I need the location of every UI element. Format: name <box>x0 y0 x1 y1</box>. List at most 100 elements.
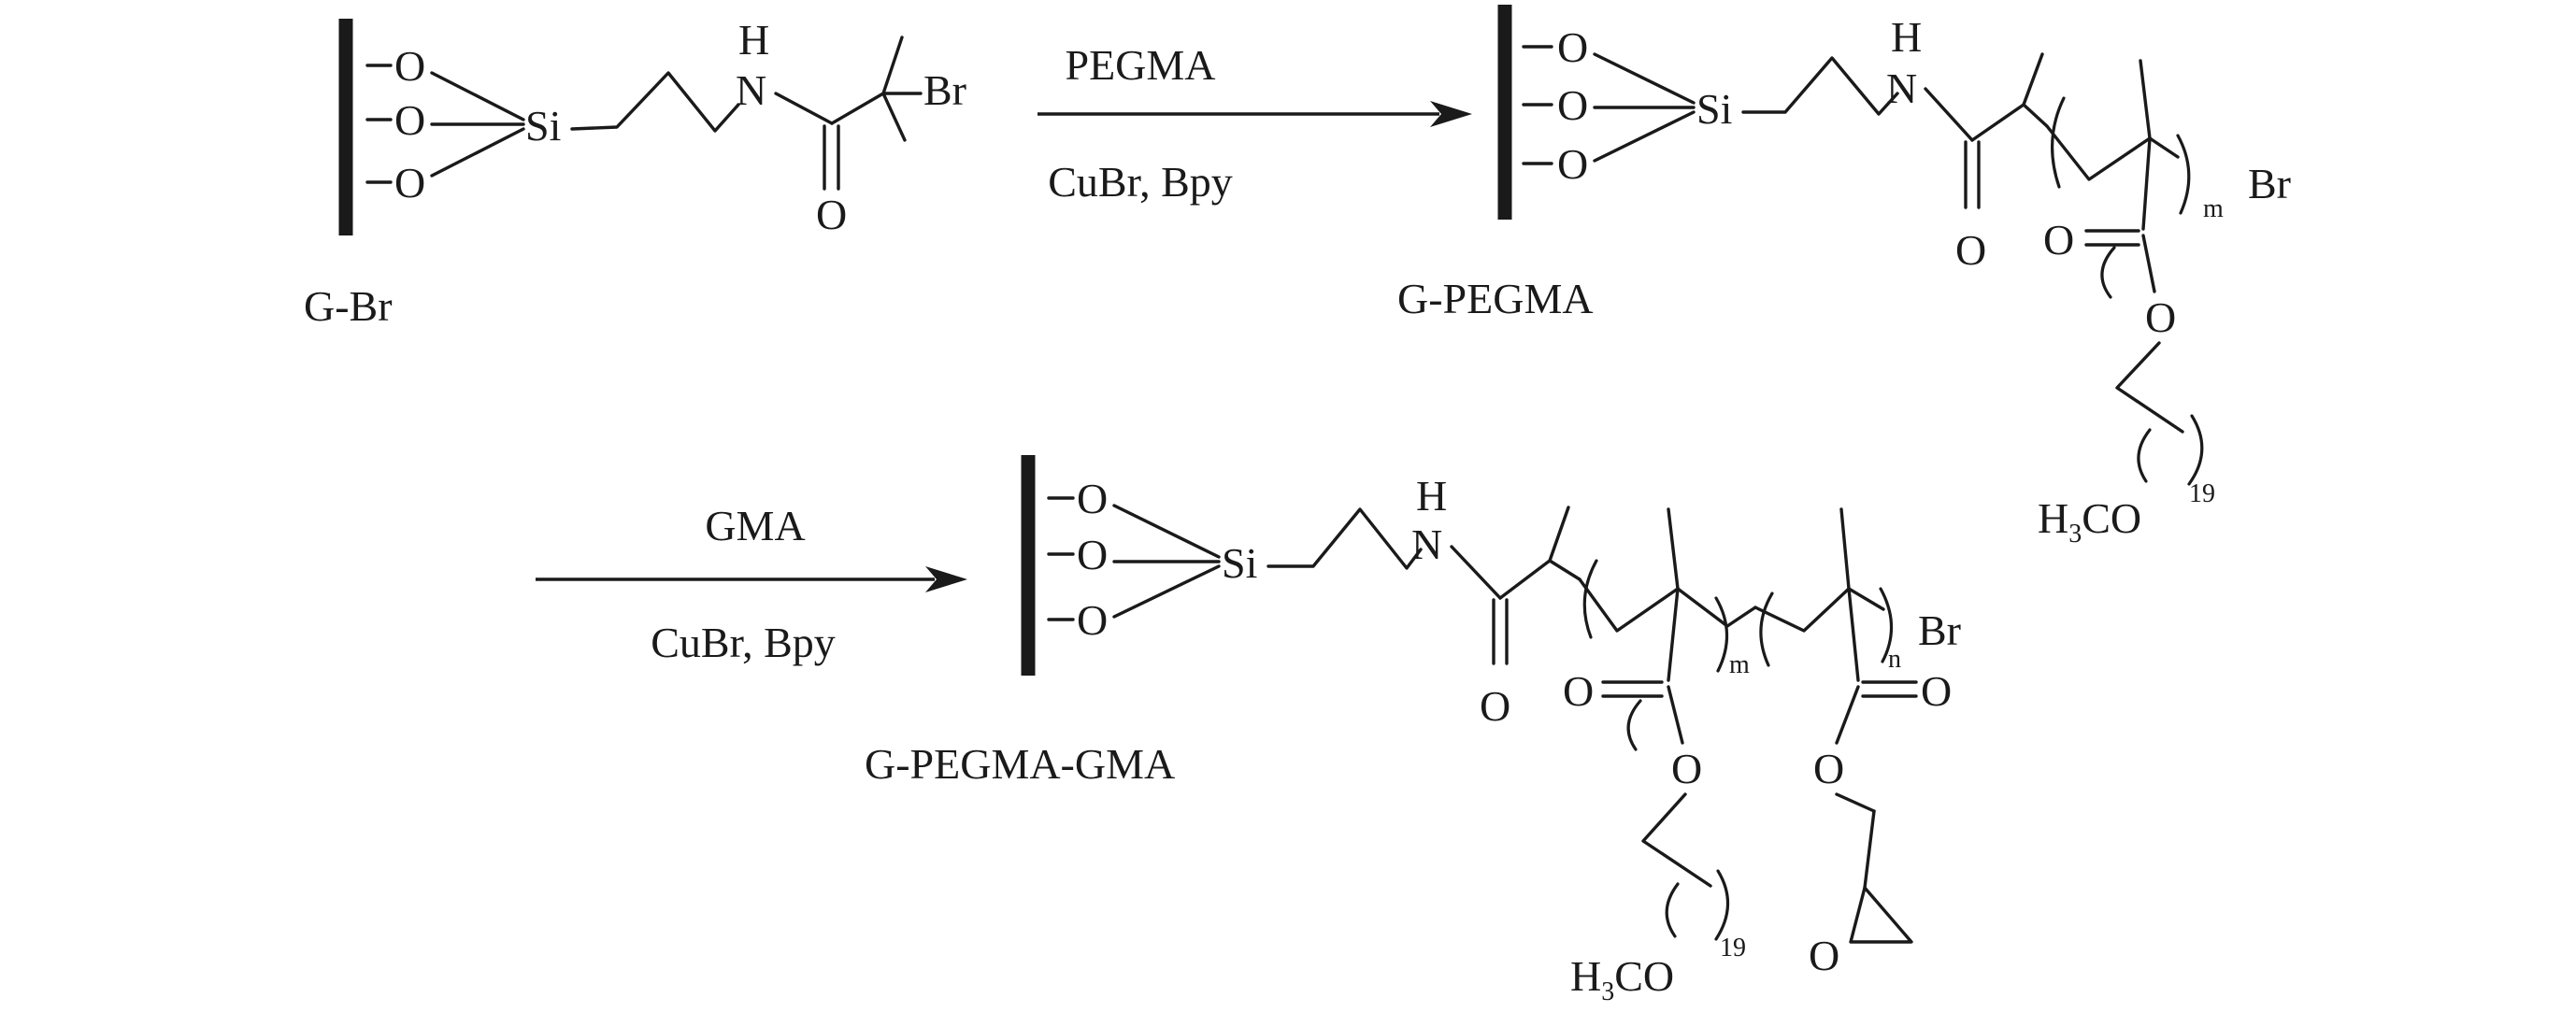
bromine-atom: Br <box>2248 160 2291 207</box>
oxygen-atom: O <box>2145 293 2176 341</box>
bond <box>1835 792 1876 813</box>
oxygen-atom: O <box>2043 216 2074 264</box>
bond <box>1970 103 2025 142</box>
oxygen-atom: O <box>1557 140 1588 188</box>
compound-g-pegma: O O O Si H N O m Br O O H3CO 19 G <box>1397 5 2291 549</box>
ester-bond <box>2141 136 2152 231</box>
bond <box>1725 606 1757 628</box>
methyl-bond <box>1839 507 1851 591</box>
repeat-bracket <box>1714 596 1729 673</box>
silicon-atom: Si <box>1696 85 1732 133</box>
oxygen-atom: O <box>1077 475 1108 522</box>
methyl-bond <box>881 36 904 95</box>
ester-bond <box>1847 587 1860 682</box>
bond <box>830 92 885 125</box>
oxygen-atom: O <box>1557 81 1588 129</box>
catalyst-label: CuBr, Bpy <box>651 619 836 666</box>
bond <box>1676 587 1729 628</box>
bond <box>1847 587 1885 611</box>
bond <box>430 71 525 121</box>
bond <box>2141 234 2156 293</box>
repeat-bracket <box>1626 699 1642 751</box>
oxygen-atom: O <box>1480 682 1510 730</box>
peg-chain <box>1641 792 1712 888</box>
bond <box>1112 564 1221 619</box>
repeat-index: m <box>1729 650 1750 679</box>
silicon-atom: Si <box>1222 539 1257 587</box>
propyl-chain <box>1741 56 1899 116</box>
oxygen-atom: O <box>1813 745 1844 792</box>
oxygen-atom: O <box>1921 667 1952 715</box>
repeat-bracket <box>1759 592 1774 667</box>
repeat-bracket <box>1582 559 1598 639</box>
backbone <box>2045 124 2152 181</box>
backbone <box>1578 577 1680 633</box>
repeat-index: n <box>1888 645 1901 674</box>
bond <box>1667 685 1684 745</box>
nitrogen-atom: N <box>1411 520 1442 568</box>
compound-g-br: O O O Si H N O Br G-Br <box>304 16 966 330</box>
repeat-bracket <box>1714 869 1730 941</box>
reaction-arrow-2: GMA CuBr, Bpy <box>536 502 967 666</box>
oxygen-atom: O <box>1809 932 1839 979</box>
bond <box>1593 52 1696 105</box>
oxygen-atom: O <box>1955 226 1986 274</box>
bond <box>430 127 525 178</box>
compound-label: G-PEGMA <box>1397 275 1594 322</box>
methoxy-group: H3CO <box>1570 952 1674 1006</box>
oxygen-atom: O <box>1557 23 1588 71</box>
arrow-head <box>1430 101 1472 127</box>
reagent-label: PEGMA <box>1065 41 1215 89</box>
bond <box>1112 504 1221 559</box>
catalyst-label: CuBr, Bpy <box>1048 158 1233 206</box>
peg-count: 19 <box>2189 479 2215 508</box>
peg-chain <box>2115 341 2184 434</box>
bromine-atom: Br <box>923 66 966 114</box>
bond <box>1450 545 1502 600</box>
repeat-bracket <box>2187 414 2204 486</box>
methoxy-group: H3CO <box>2038 494 2141 549</box>
bond <box>2022 103 2049 128</box>
hydrogen-atom: H <box>738 16 769 64</box>
bond <box>1863 809 1876 890</box>
oxygen-atom: O <box>1671 745 1702 792</box>
oxygen-atom: O <box>1077 596 1108 644</box>
methyl-bond <box>881 92 907 142</box>
oxygen-atom: O <box>394 96 425 144</box>
bond <box>1498 559 1552 600</box>
methyl-bond <box>1548 506 1570 563</box>
propyl-chain <box>570 71 740 133</box>
oxygen-atom: O <box>394 159 425 207</box>
reagent-label: GMA <box>705 502 805 549</box>
oxygen-atom: O <box>816 191 847 238</box>
methyl-bond <box>1667 507 1680 591</box>
oxygen-atom: O <box>394 42 425 90</box>
bond <box>774 92 834 125</box>
compound-label: G-Br <box>304 282 393 330</box>
bond <box>1924 87 1974 142</box>
repeat-index: m <box>2203 194 2224 223</box>
ester-bond <box>1667 587 1680 682</box>
oxygen-atom: O <box>1563 667 1594 715</box>
backbone <box>1753 587 1851 633</box>
repeat-bracket <box>2137 428 2152 483</box>
bond <box>1593 110 1696 163</box>
repeat-bracket <box>1665 882 1680 938</box>
nitrogen-atom: N <box>1886 64 1917 112</box>
repeat-bracket <box>2051 96 2066 189</box>
repeat-bracket <box>1879 587 1894 663</box>
reaction-arrow-1: PEGMA CuBr, Bpy <box>1038 41 1472 206</box>
hydrogen-atom: H <box>1891 13 1922 61</box>
propyl-chain <box>1267 507 1423 570</box>
peg-count: 19 <box>1720 934 1746 962</box>
nitrogen-atom: N <box>736 66 766 114</box>
methyl-bond <box>2022 52 2044 107</box>
methyl-bond <box>2139 59 2152 140</box>
bromine-atom: Br <box>1918 606 1961 654</box>
silicon-atom: Si <box>525 102 561 150</box>
hydrogen-atom: H <box>1416 472 1447 520</box>
epoxide-ring <box>1849 886 1913 944</box>
bond <box>1548 559 1581 581</box>
bond <box>1835 685 1860 745</box>
